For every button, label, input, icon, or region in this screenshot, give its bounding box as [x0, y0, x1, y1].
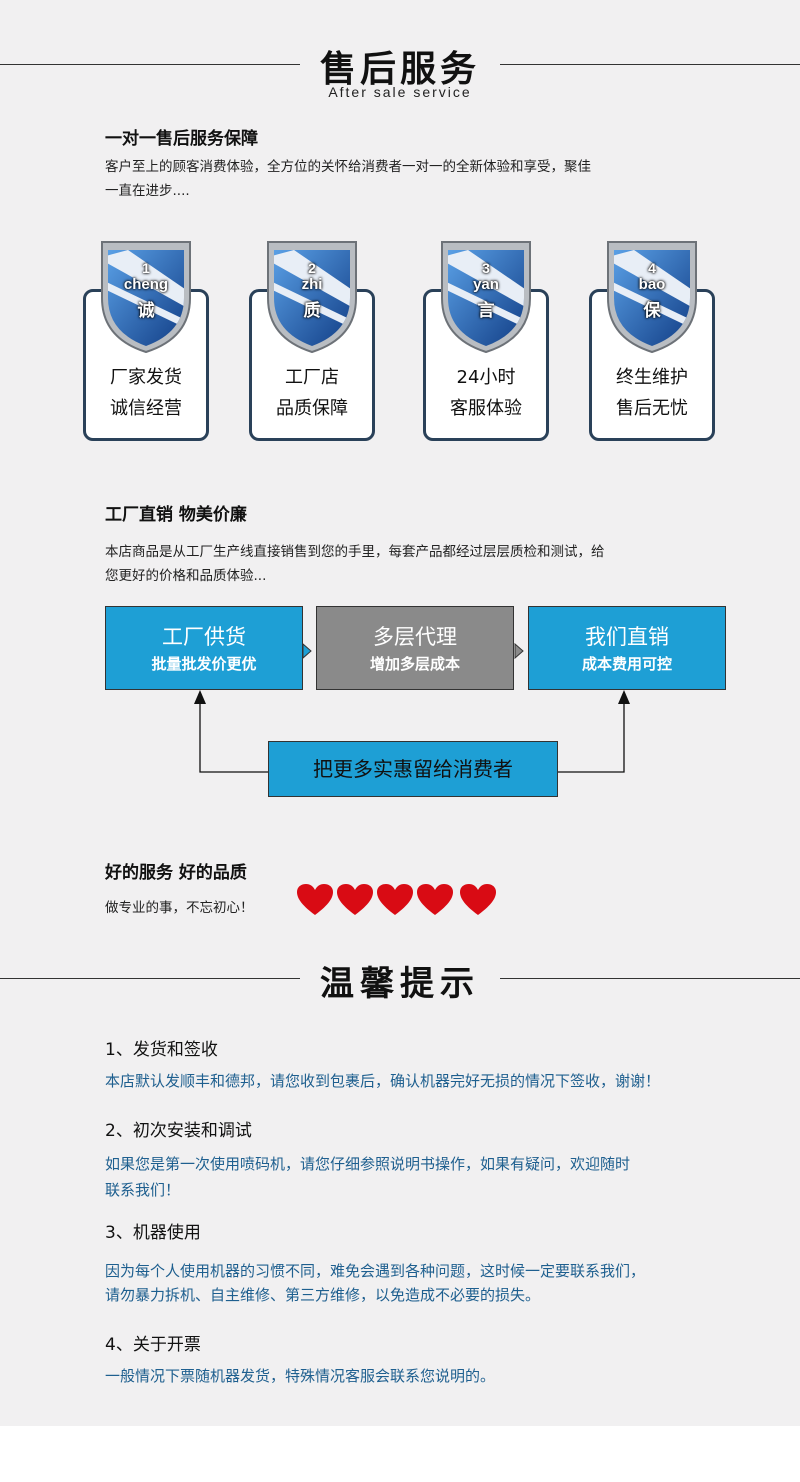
shield-character: 保 — [643, 301, 661, 321]
card-zhi-line2: 品质保障 — [276, 398, 348, 419]
flow-box-subtitle: 批量批发价更优 — [151, 655, 257, 673]
tip-text-usage-line1: 因为每个人使用机器的习惯不同，难免会遇到各种问题，这时候一定要联系我们， — [105, 1262, 646, 1280]
section-subtitle-after-sale: After sale service — [328, 84, 472, 100]
para-one-to-one-line2: 一直在进步.... — [105, 183, 190, 199]
heart-icon — [377, 884, 413, 915]
shield-number: 1 — [142, 260, 150, 276]
flow-box-multilevel-agents: 多层代理 增加多层成本 — [316, 606, 514, 690]
shield-pinyin: cheng — [123, 276, 169, 293]
tip-text-install-line1: 如果您是第一次使用喷码机，请您仔细参照说明书操作，如果有疑问，欢迎随时 — [105, 1155, 631, 1173]
tip-text-shipping: 本店默认发顺丰和德邦，请您收到包裹后，确认机器完好无损的情况下签收，谢谢！ — [105, 1072, 661, 1090]
flow-box-title: 多层代理 — [373, 625, 457, 649]
card-bao-line2: 售后无忧 — [616, 398, 688, 419]
card-cheng-line1: 厂家发货 — [110, 367, 182, 388]
card-yan-line1: 24小时 — [456, 367, 516, 388]
tip-heading-usage: 3、机器使用 — [105, 1223, 201, 1243]
para-factory-line2: 您更好的价格和品质体验... — [105, 568, 267, 584]
shield-character: 言 — [477, 301, 495, 321]
card-cheng-line2: 诚信经营 — [110, 398, 182, 419]
tip-text-usage-line2: 请勿暴力拆机、自主维修、第三方维修，以免造成不必要的损失。 — [105, 1286, 541, 1304]
shield-icon-cheng: 1 cheng 诚 — [98, 238, 194, 354]
flow-box-title: 我们直销 — [585, 625, 669, 649]
shield-pinyin: zhi — [301, 276, 323, 293]
flow-connectors — [194, 642, 630, 773]
flow-box-direct-sales: 我们直销 成本费用可控 — [528, 606, 726, 690]
heart-icon — [337, 884, 373, 915]
heart-icon — [460, 884, 496, 915]
card-bao-line1: 终生维护 — [616, 367, 688, 388]
quality-text: 做专业的事，不忘初心！ — [105, 900, 254, 916]
shield-pinyin: bao — [638, 276, 666, 293]
heading-one-to-one: 一对一售后服务保障 — [105, 129, 258, 149]
content-panel: 售后服务 After sale service 一对一售后服务保障 客户至上的顾… — [0, 0, 800, 1426]
heading-factory-direct: 工厂直销 物美价廉 — [105, 505, 247, 525]
shield-icon-bao: 4 bao 保 — [604, 238, 700, 354]
tip-heading-install: 2、初次安装和调试 — [105, 1121, 252, 1141]
shield-number: 2 — [308, 260, 316, 276]
section-title-tips: 温馨提示 — [320, 964, 480, 1004]
shield-character: 质 — [303, 301, 321, 321]
card-zhi-line1: 工厂店 — [285, 367, 339, 388]
shield-icon-zhi: 2 zhi 质 — [264, 238, 360, 354]
para-factory-line1: 本店商品是从工厂生产线直接销售到您的手里，每套产品都经过层层质检和测试，给 — [105, 544, 605, 560]
heart-icon — [297, 884, 333, 915]
header-rule-right — [500, 64, 800, 65]
shield-number: 4 — [648, 260, 656, 276]
heart-icon — [417, 884, 453, 915]
flow-box-subtitle: 成本费用可控 — [581, 655, 672, 673]
header-rule-left — [0, 64, 300, 65]
shield-character: 诚 — [137, 301, 155, 321]
flow-box-subtitle: 增加多层成本 — [369, 655, 460, 673]
tip-text-invoice: 一般情况下票随机器发货，特殊情况客服会联系您说明的。 — [105, 1367, 496, 1385]
shield-pinyin: yan — [473, 276, 499, 293]
card-yan-line2: 客服体验 — [450, 398, 522, 419]
tips-rule-right — [500, 978, 800, 979]
tip-heading-invoice: 4、关于开票 — [105, 1335, 201, 1355]
tip-text-install-line2: 联系我们！ — [105, 1181, 181, 1199]
flow-box-factory-supply: 工厂供货 批量批发价更优 — [105, 606, 303, 690]
shield-number: 3 — [482, 260, 490, 276]
tips-rule-left — [0, 978, 300, 979]
tip-heading-shipping: 1、发货和签收 — [105, 1040, 218, 1060]
heading-good-service: 好的服务 好的品质 — [105, 863, 247, 883]
para-one-to-one-line1: 客户至上的顾客消费体验，全方位的关怀给消费者一对一的全新体验和享受，聚佳 — [105, 159, 591, 175]
flow-box-benefit-consumers: 把更多实惠留给消费者 — [268, 741, 558, 797]
shield-icon-yan: 3 yan 言 — [438, 238, 534, 354]
flow-box-title: 工厂供货 — [162, 625, 246, 649]
section-title-after-sale: 售后服务 — [319, 49, 480, 90]
